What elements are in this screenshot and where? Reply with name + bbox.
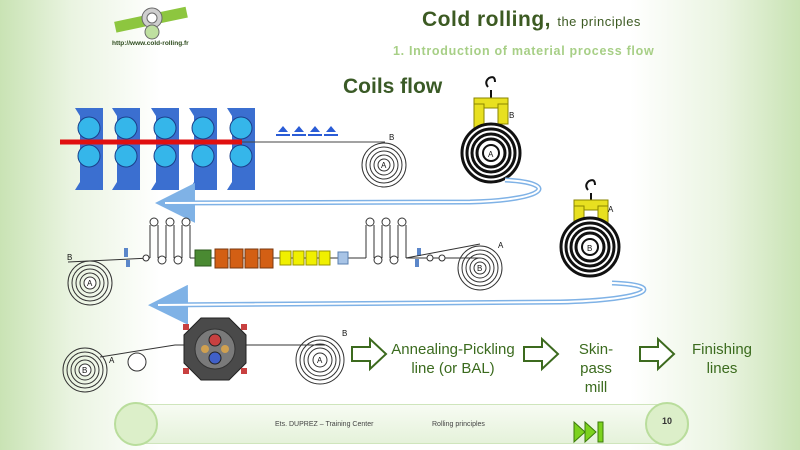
crane-coil-2: B A — [559, 179, 621, 278]
furnace-section — [194, 249, 212, 267]
process-step-line2: mill — [584, 379, 608, 396]
coil-label-a: A — [109, 356, 115, 365]
roll-stand — [415, 259, 419, 267]
processing-line: A B — [67, 217, 504, 306]
footer-bar — [117, 404, 689, 444]
coil-label-a: A — [608, 205, 614, 214]
coil-label-a: A — [87, 279, 93, 288]
process-step-line1: Annealing-Pickling — [391, 341, 515, 358]
return-arrow-1 — [155, 177, 542, 223]
mill-stand-1 — [75, 108, 103, 190]
looper-entry — [142, 217, 191, 265]
roll-stand — [417, 248, 421, 256]
reversing-mill — [183, 317, 247, 381]
page-subtitle: 1. Introduction of material process flow — [393, 44, 655, 58]
coil-label-b: B — [509, 111, 514, 120]
looper-exit — [365, 217, 407, 265]
coil-label-a: A — [488, 150, 494, 159]
footer-right-circle — [645, 402, 689, 446]
coil-label-b: B — [82, 366, 87, 375]
coil-label-b: B — [587, 244, 592, 253]
background-right-gradient — [630, 0, 800, 450]
process-step-line1: Finishing — [691, 341, 753, 358]
deflector-roll — [127, 352, 147, 372]
coil-label-a: A — [317, 356, 323, 365]
roll-stand — [126, 260, 130, 267]
coil-label-b: B — [342, 329, 347, 338]
coil-r1: A — [361, 142, 407, 188]
page-title: Cold rolling, the principles — [422, 8, 641, 32]
coil-r2-right: B — [457, 245, 503, 291]
process-step-line2: line (or BAL) — [411, 360, 495, 377]
return-arrow-1-inner — [164, 179, 540, 204]
process-step-finishing: Finishing lines — [684, 340, 760, 378]
diagram-title: Coils flow — [343, 75, 443, 98]
process-step-annealing-pickling: Annealing-Pickling line (or BAL) — [386, 340, 520, 378]
cooling-sprays — [276, 126, 338, 136]
rinse-section — [337, 251, 349, 265]
process-arrow-1 — [351, 336, 388, 372]
footer-topic: Rolling principles — [432, 421, 485, 428]
coil-label-a: A — [381, 161, 387, 170]
cold-rolling-logo — [114, 6, 188, 40]
process-arrow-3 — [639, 336, 676, 372]
process-arrow-2 — [523, 336, 560, 372]
coil-label-a: A — [498, 241, 504, 250]
process-step-line1: Skin-pass — [578, 341, 614, 377]
process-step-line2: lines — [706, 360, 738, 377]
page-title-main: Cold rolling, — [422, 8, 551, 31]
background-left-gradient — [0, 0, 160, 450]
fast-forward-icon[interactable] — [573, 419, 609, 445]
mill-stand-5 — [227, 108, 255, 190]
coil-label-b: B — [67, 253, 72, 262]
crane-coil-1: A B — [460, 76, 522, 184]
footer-left-circle — [114, 402, 158, 446]
coil-label-b: B — [477, 264, 482, 273]
roll-stand — [124, 248, 128, 257]
coil-r2-left: A — [67, 260, 113, 306]
mill-stand-2 — [112, 108, 140, 190]
page-title-sub: the principles — [557, 14, 641, 29]
pickling-tanks — [279, 250, 331, 266]
coil-label-b: B — [389, 133, 394, 142]
annealing-furnace — [214, 248, 274, 269]
mill-stand-3 — [151, 108, 179, 190]
return-arrow-2-inner — [157, 282, 645, 306]
mill-stand-4 — [189, 108, 217, 190]
logo-url: http://www.cold-rolling.fr — [112, 40, 189, 47]
footer-credit: Ets. DUPREZ – Training Center — [275, 421, 374, 428]
coil-r3-left: B — [62, 347, 108, 393]
row3-line: B A B A — [62, 317, 347, 393]
tandem-mill: B — [60, 108, 394, 190]
coil-r3-right: A — [295, 335, 345, 385]
process-step-skin-pass: Skin-pass mill — [566, 340, 626, 397]
page-number: 10 — [661, 416, 672, 426]
